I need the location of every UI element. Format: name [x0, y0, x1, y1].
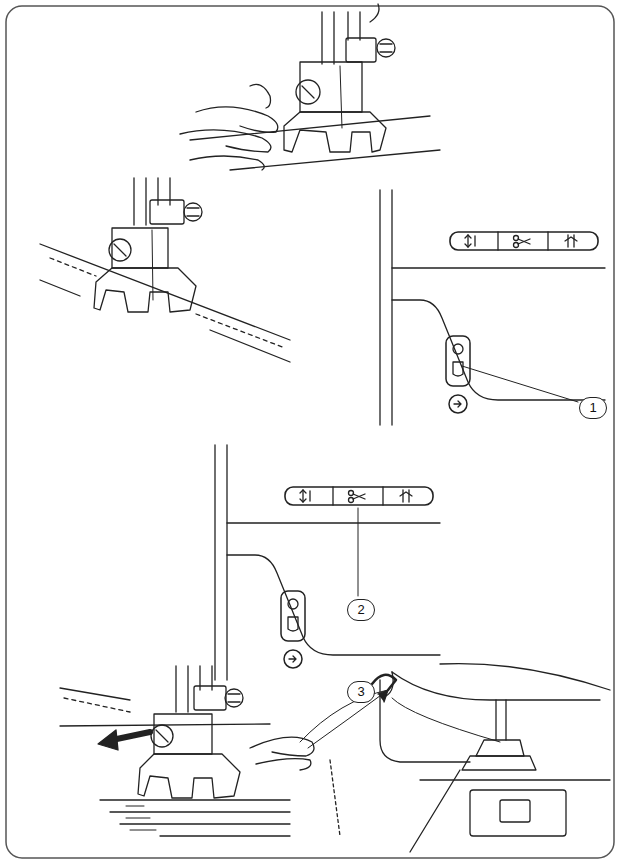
callout-number: 2: [347, 599, 375, 621]
callout-number: 1: [579, 397, 607, 419]
callout-number: 3: [347, 681, 375, 703]
